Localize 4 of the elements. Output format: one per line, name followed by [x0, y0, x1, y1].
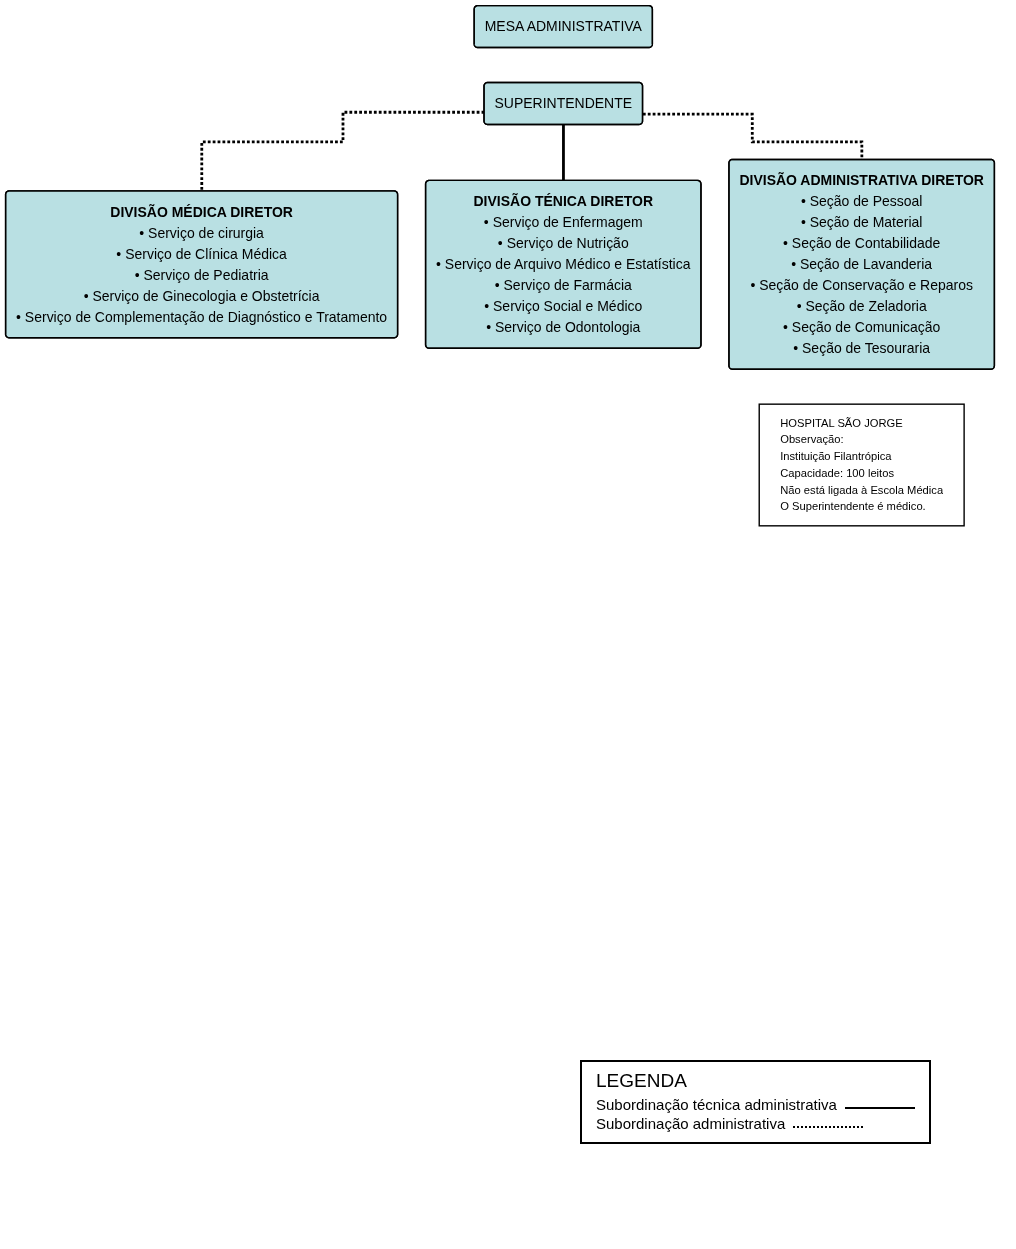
legend-text: Subordinação administrativa — [596, 1115, 786, 1132]
node-box: HOSPITAL SÃO JORGE Observação: Instituição Filantrópica Capacidade: 100 leitos Não está ligada à Escola Médica O Superintendente é médico. — [758, 403, 965, 527]
legend-title: LEGENDA — [596, 1070, 688, 1092]
legend-text: Subordinação técnica administrativa — [596, 1096, 837, 1113]
